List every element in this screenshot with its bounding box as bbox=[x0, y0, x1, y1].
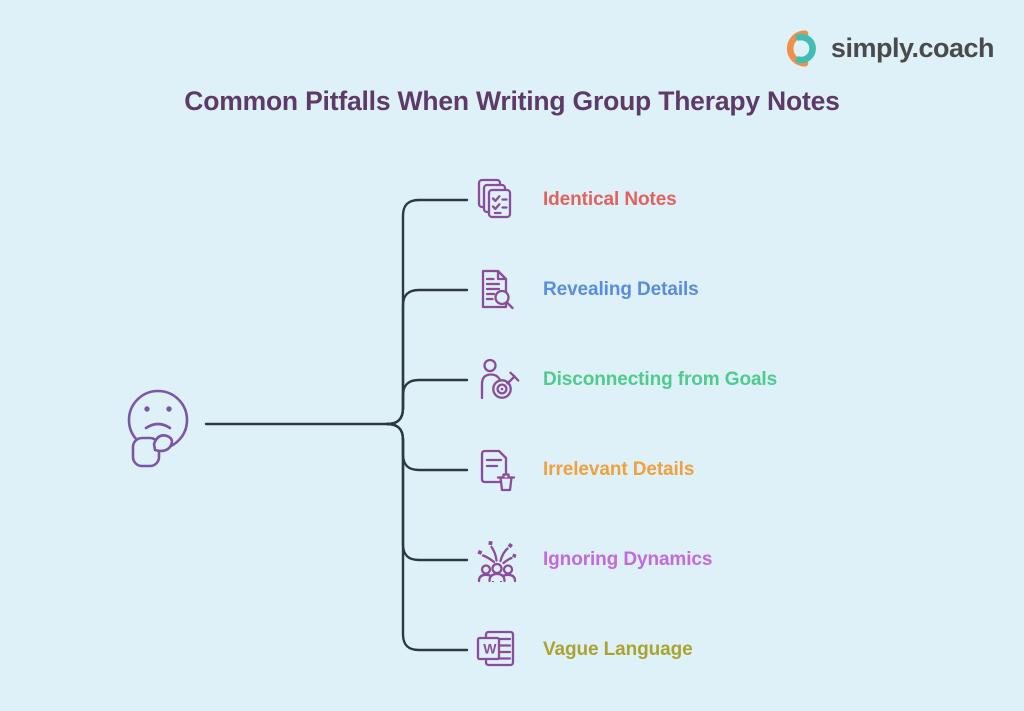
pitfall-item-irrelevant-details: Irrelevant Details bbox=[473, 444, 694, 496]
pitfall-label: Vague Language bbox=[543, 639, 693, 660]
pitfall-label: Revealing Details bbox=[543, 279, 699, 300]
w-letter: W bbox=[483, 641, 497, 657]
pitfall-label: Identical Notes bbox=[543, 189, 677, 210]
pitfall-item-ignoring-dynamics: Ignoring Dynamics bbox=[473, 534, 712, 586]
revealing-details-icon bbox=[481, 269, 514, 310]
pitfall-item-disconnecting-from-goals: Disconnecting from Goals bbox=[473, 354, 777, 406]
trash-glyph bbox=[496, 473, 516, 492]
pitfall-item-revealing-details: Revealing Details bbox=[473, 264, 699, 316]
disconnecting-from-goals-icon bbox=[480, 358, 520, 400]
irrelevant-details-icon bbox=[480, 449, 516, 492]
page-title: Common Pitfalls When Writing Group Thera… bbox=[184, 86, 840, 116]
brand-logo-text: simply.coach bbox=[830, 33, 995, 63]
pitfall-label: Irrelevant Details bbox=[543, 459, 695, 480]
pitfall-item-vague-language: W Vague Language bbox=[473, 624, 693, 676]
ignoring-dynamics-icon bbox=[477, 540, 517, 583]
pitfall-label: Ignoring Dynamics bbox=[543, 549, 713, 570]
pitfall-label: Disconnecting from Goals bbox=[543, 369, 778, 390]
identical-notes-icon bbox=[477, 178, 512, 219]
pitfall-item-identical-notes: Identical Notes bbox=[473, 174, 677, 226]
brand-logo: simply.coach bbox=[779, 27, 995, 70]
vague-language-icon: W bbox=[476, 630, 515, 667]
thinking-face-icon bbox=[127, 389, 189, 468]
simply-coach-logo-icon bbox=[786, 30, 816, 67]
